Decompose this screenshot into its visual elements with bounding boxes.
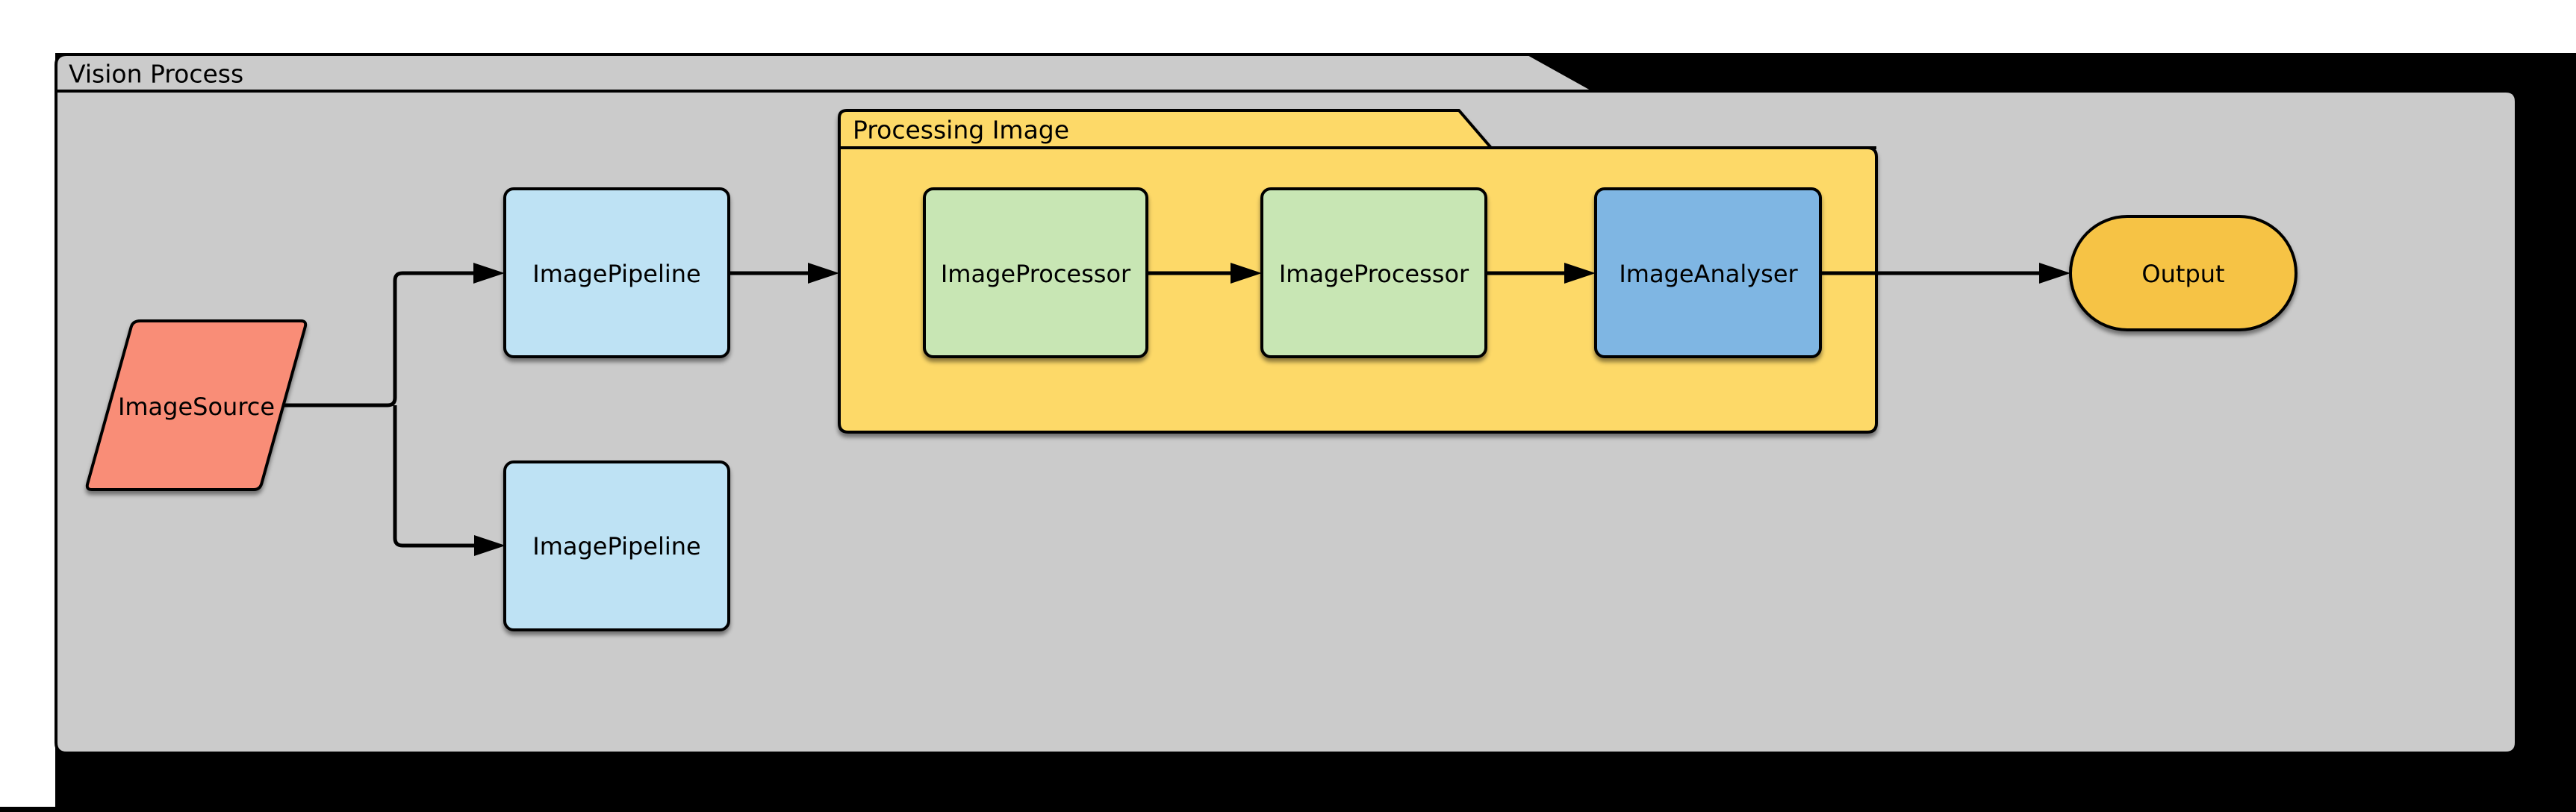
image-processor-2-shape [1260,187,1487,358]
edge-source-to-pipeline-bottom [393,405,505,556]
image-pipeline-bottom-shape [503,460,730,631]
image-pipeline-top-shape [503,187,730,358]
image-processor-2-label: ImageProcessor [1279,260,1469,288]
output-shape [2069,215,2297,331]
node-image-pipeline-top: ImagePipeline [503,187,730,358]
node-image-processor-2: ImageProcessor [1260,187,1487,358]
node-image-analyser: ImageAnalyser [1594,187,1822,358]
vision-process-title: Vision Process [69,60,243,89]
node-output: Output [2069,215,2297,331]
image-processor-1-shape [923,187,1148,358]
processing-image-title: Processing Image [853,116,1069,145]
edges [282,263,2071,556]
output-label: Output [2141,260,2224,288]
image-source-shape [85,319,308,491]
image-processor-1-label: ImageProcessor [941,260,1131,288]
image-source-label: ImageSource [118,393,275,421]
image-analyser-shape [1594,187,1822,358]
black-bottom-strip [0,807,2576,812]
image-pipeline-top-label: ImagePipeline [532,260,700,288]
image-analyser-label: ImageAnalyser [1619,260,1798,288]
image-pipeline-bottom-label: ImagePipeline [532,532,700,560]
node-image-processor-1: ImageProcessor [923,187,1148,358]
node-image-pipeline-bottom: ImagePipeline [503,460,730,631]
node-image-source: ImageSource [85,319,308,491]
edge-source-to-pipeline-top [282,263,505,407]
